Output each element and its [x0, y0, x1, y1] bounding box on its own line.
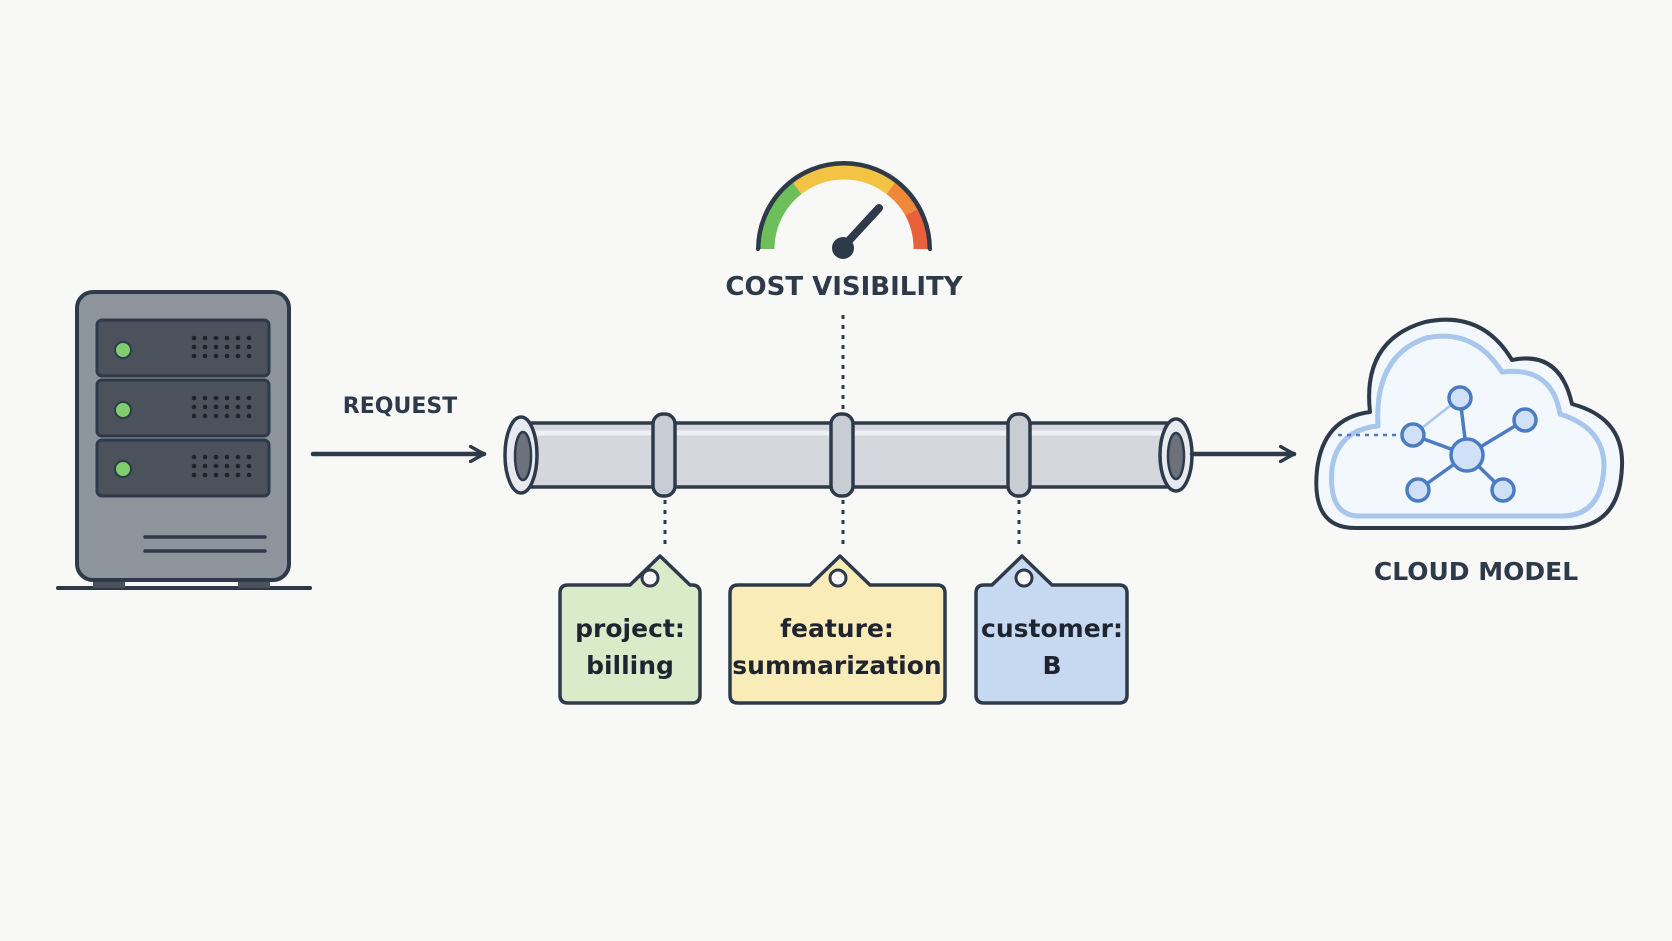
- tag-hole-icon: [1014, 568, 1034, 588]
- vent-dot: [191, 344, 197, 350]
- vent-dot: [191, 335, 197, 341]
- vent-dot: [213, 472, 219, 478]
- vent-dot: [224, 404, 230, 410]
- pipe-coupling-3: [1006, 412, 1032, 498]
- vent-dot: [246, 344, 252, 350]
- tag-hole-icon: [828, 568, 848, 588]
- gauge-pivot: [832, 237, 854, 259]
- vent-dot: [224, 413, 230, 419]
- network-node: [1490, 477, 1516, 503]
- vent-dot: [191, 404, 197, 410]
- status-led-2: [114, 401, 132, 419]
- network-node: [1512, 407, 1538, 433]
- tag-key: customer:: [981, 614, 1123, 643]
- vent-dot: [246, 413, 252, 419]
- tag-project: project: billing: [558, 554, 702, 705]
- cloud-model-label: CLOUD MODEL: [1374, 557, 1578, 586]
- tag-key: feature:: [780, 614, 894, 643]
- vent-dot: [235, 463, 241, 469]
- vent-dot: [224, 395, 230, 401]
- tag-value: billing: [586, 651, 674, 680]
- tag-key: project:: [575, 614, 685, 643]
- vent-dot: [235, 344, 241, 350]
- vent-dot: [224, 472, 230, 478]
- tag-body: [558, 554, 702, 705]
- vent-grilles: [191, 335, 252, 478]
- server-drive-3: [95, 438, 271, 498]
- vent-dot: [213, 454, 219, 460]
- tag-customer: customer: B: [974, 554, 1129, 705]
- pipe: [503, 412, 1194, 498]
- vent-dot: [202, 472, 208, 478]
- vent-dot: [213, 404, 219, 410]
- status-led-1: [114, 341, 132, 359]
- server-drive-2: [95, 378, 271, 438]
- vent-dot: [224, 463, 230, 469]
- network-icon: [1338, 385, 1538, 503]
- vent-dot: [235, 335, 241, 341]
- vent-dot: [202, 395, 208, 401]
- cost-visibility-label: COST VISIBILITY: [725, 272, 963, 302]
- vent-dot: [191, 463, 197, 469]
- gauge-icon: [756, 161, 932, 259]
- vent-dot: [202, 335, 208, 341]
- vent-dot: [191, 472, 197, 478]
- server-icon: [56, 290, 312, 590]
- vent-dot: [235, 353, 241, 359]
- server-drive-1: [95, 318, 271, 378]
- vent-dot: [246, 472, 252, 478]
- vent-dot: [213, 413, 219, 419]
- vent-dot: [235, 404, 241, 410]
- vent-dot: [224, 344, 230, 350]
- tag-value: B: [1042, 651, 1061, 680]
- vent-dot: [191, 395, 197, 401]
- vent-dot: [191, 413, 197, 419]
- network-node: [1447, 385, 1473, 411]
- tag-body: [728, 554, 947, 705]
- tag-value: summarization: [732, 651, 941, 680]
- vent-dot: [224, 454, 230, 460]
- network-node: [1405, 477, 1431, 503]
- vent-dot: [235, 454, 241, 460]
- vent-dot: [202, 353, 208, 359]
- pipe-coupling-1: [651, 412, 677, 498]
- vent-dot: [191, 454, 197, 460]
- tag-feature: feature: summarization: [728, 554, 947, 705]
- tag-hole-icon: [640, 568, 660, 588]
- vent-dot: [202, 344, 208, 350]
- vent-dot: [202, 463, 208, 469]
- vent-dot: [202, 454, 208, 460]
- vent-dot: [191, 353, 197, 359]
- cloud-icon: [1314, 317, 1625, 530]
- vent-dot: [246, 335, 252, 341]
- status-led-3: [114, 460, 132, 478]
- vent-dot: [224, 353, 230, 359]
- vent-dot: [235, 472, 241, 478]
- vent-dot: [213, 344, 219, 350]
- vent-dot: [202, 413, 208, 419]
- vent-dot: [224, 335, 230, 341]
- network-node: [1400, 422, 1426, 448]
- pipe-coupling-2: [829, 412, 855, 498]
- vent-dot: [213, 395, 219, 401]
- vent-dot: [246, 454, 252, 460]
- pipe-left-end: [503, 415, 539, 495]
- vent-dot: [235, 395, 241, 401]
- vent-dot: [213, 463, 219, 469]
- vent-dot: [202, 404, 208, 410]
- vent-dot: [246, 395, 252, 401]
- vent-dot: [213, 353, 219, 359]
- request-label: REQUEST: [343, 394, 457, 419]
- vent-dot: [246, 353, 252, 359]
- pipe-right-end: [1158, 417, 1194, 493]
- vent-dot: [213, 335, 219, 341]
- vent-dot: [246, 463, 252, 469]
- tag-body: [974, 554, 1129, 705]
- vent-dot: [235, 413, 241, 419]
- vent-dot: [246, 404, 252, 410]
- network-hub-node: [1449, 437, 1485, 473]
